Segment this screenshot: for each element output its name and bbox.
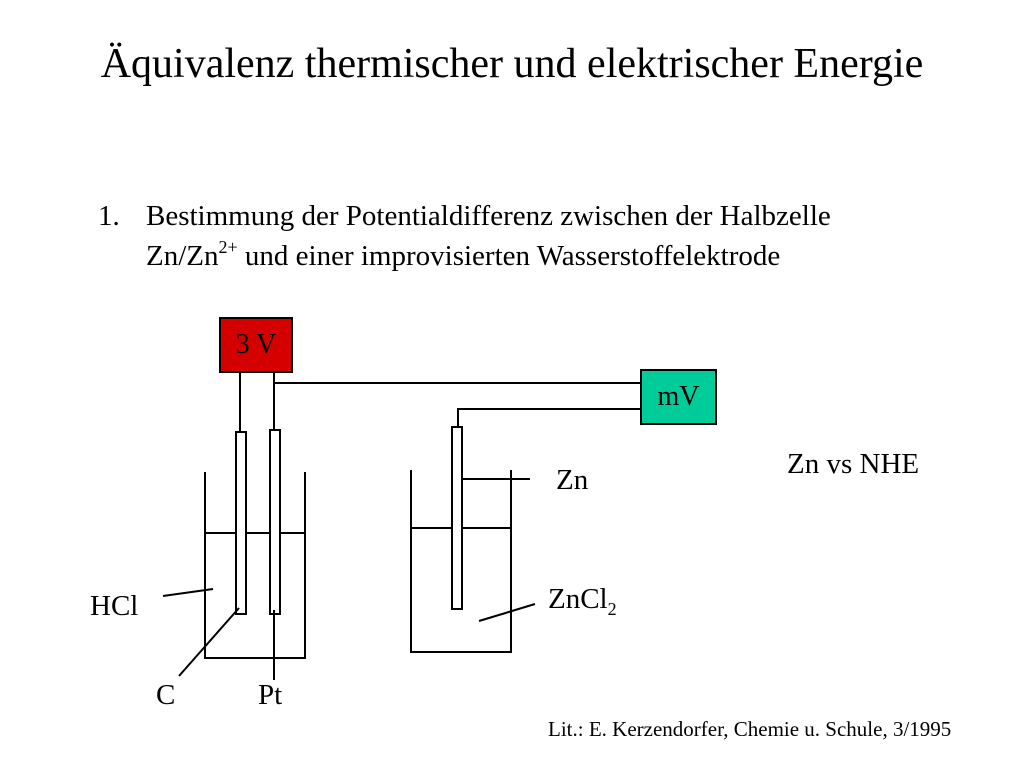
pointer-lines bbox=[162, 478, 536, 680]
carbon-electrode bbox=[235, 431, 247, 615]
point-line-2-prefix: Zn/Zn bbox=[146, 240, 219, 272]
slide-title: Äquivalenz thermischer und elektrischer … bbox=[100, 41, 924, 87]
point-line-1: Bestimmung der Potentialdifferenz zwisch… bbox=[146, 200, 831, 232]
zinc-label: Zn bbox=[556, 464, 589, 496]
zinc-chloride-label: ZnCl2 bbox=[548, 583, 617, 618]
voltage-source-label: 3 V bbox=[235, 329, 277, 360]
wires bbox=[239, 372, 641, 432]
point-line-2: Zn/Zn2+ und einer improvisierten Wassers… bbox=[146, 236, 996, 276]
hcl-label: HCl bbox=[90, 590, 139, 622]
point-line-2-rest: und einer improvisierten Wasserstoffelek… bbox=[237, 240, 781, 272]
zinc-chloride-base: ZnCl bbox=[548, 583, 608, 615]
voltage-source-box bbox=[219, 317, 293, 373]
zinc-electrode bbox=[451, 426, 463, 610]
literature-reference: Lit.: E. Kerzendorfer, Chemie u. Schule,… bbox=[548, 717, 952, 741]
millivoltmeter-label: mV bbox=[657, 381, 700, 412]
left-beaker bbox=[204, 472, 306, 659]
zn-vs-nhe-label: Zn vs NHE bbox=[787, 448, 920, 480]
millivoltmeter-box bbox=[640, 369, 717, 425]
point-number: 1. bbox=[98, 200, 120, 232]
platinum-electrode bbox=[269, 429, 281, 615]
carbon-label: C bbox=[156, 679, 176, 711]
point-line-2-sup: 2+ bbox=[218, 237, 238, 257]
point-text: Bestimmung der Potentialdifferenz zwisch… bbox=[146, 196, 996, 276]
platinum-label: Pt bbox=[258, 679, 283, 711]
zinc-chloride-sub: 2 bbox=[607, 599, 617, 619]
